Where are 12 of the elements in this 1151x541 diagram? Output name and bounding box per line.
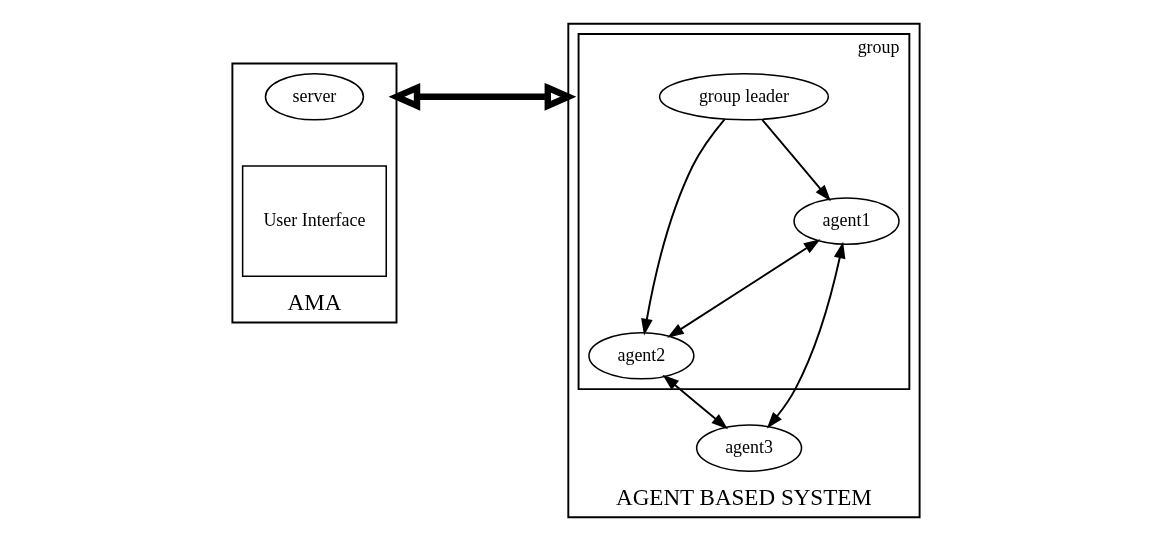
arrow — [766, 241, 845, 429]
node-ellipse: server — [264, 72, 364, 121]
arrow — [640, 118, 725, 336]
node-box: User Interface — [241, 165, 387, 278]
arrow — [388, 82, 576, 111]
arrow — [666, 239, 820, 338]
node-ellipse: agent3 — [695, 424, 802, 472]
node-ellipse: agent1 — [792, 197, 900, 245]
arrow — [662, 374, 728, 430]
node-ellipse: group leader — [658, 72, 829, 121]
node-ellipse: agent2 — [587, 331, 695, 380]
arrow — [760, 118, 831, 202]
